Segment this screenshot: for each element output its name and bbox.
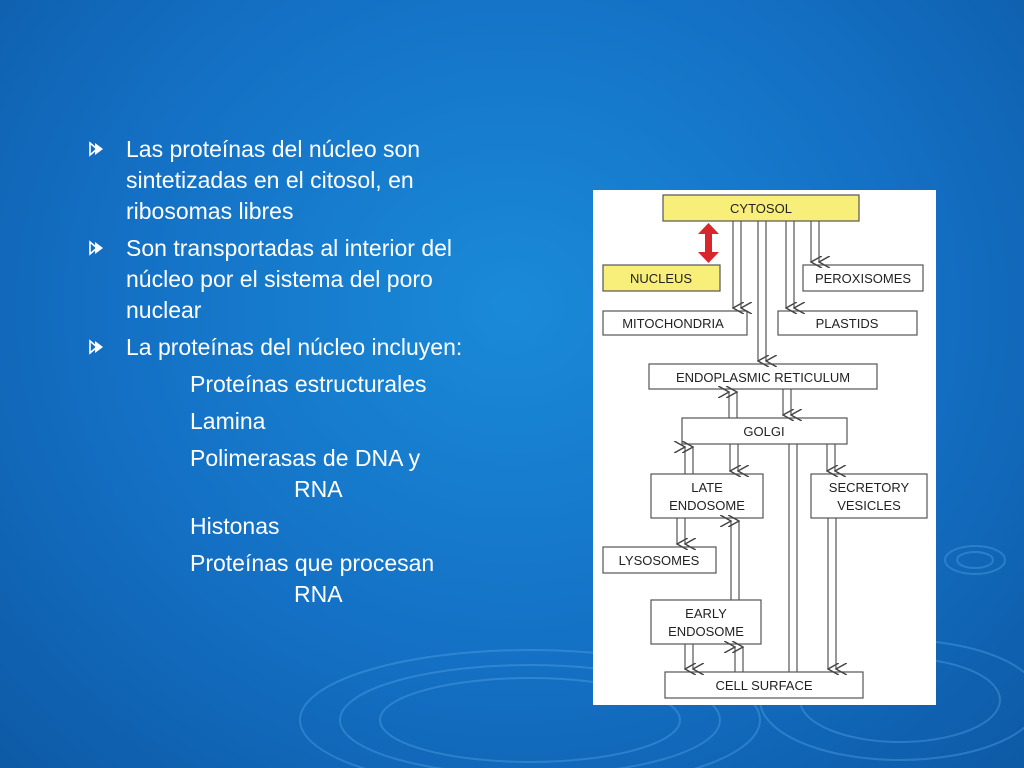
- cytosol-box: [662, 194, 860, 222]
- protein-sorting-diagram-svg: CYTOSOL NUCLEUS PEROXISOMES MITOCHONDRIA…: [602, 194, 928, 699]
- bullet-list: Las proteínas del núcleo son sintetizada…: [88, 134, 508, 610]
- er-box: [648, 363, 878, 390]
- sub-item: Proteínas que procesan RNA: [88, 548, 508, 610]
- arrow-bullet-icon: [89, 339, 103, 355]
- plastids-box: [777, 310, 918, 336]
- nucleus-label: NUCLEUS: [630, 271, 692, 286]
- golgi-box: [681, 417, 848, 445]
- late-endosome-label-2: ENDOSOME: [669, 498, 745, 513]
- early-endosome-label-1: EARLY: [685, 606, 727, 621]
- gated-transport-arrow: [698, 223, 719, 263]
- sub-item: Polimerasas de DNA y RNA: [88, 443, 508, 505]
- sub-item: Proteínas estructurales: [88, 369, 508, 400]
- peroxisomes-label: PEROXISOMES: [815, 271, 911, 286]
- bullet-item: Son transportadas al interior del núcleo…: [88, 233, 508, 326]
- sub-item-continuation: RNA: [294, 476, 343, 502]
- mitochondria-box: [602, 310, 748, 336]
- sub-item-text: Lamina: [190, 408, 266, 434]
- constitutive-secretion-arrow: [788, 444, 798, 672]
- secretory-vesicles-label-2: VESICLES: [837, 498, 901, 513]
- nucleus-box: [602, 264, 721, 292]
- sub-item: Histonas: [88, 511, 508, 542]
- bullet-item: Las proteínas del núcleo son sintetizada…: [88, 134, 508, 227]
- sub-item: Lamina: [88, 406, 508, 437]
- sub-item-text: Polimerasas de DNA y: [190, 445, 421, 471]
- protein-sorting-diagram: CYTOSOL NUCLEUS PEROXISOMES MITOCHONDRIA…: [593, 190, 936, 705]
- arrow-bullet-icon: [89, 240, 103, 256]
- plastids-label: PLASTIDS: [816, 316, 879, 331]
- secretory-vesicles-label-1: SECRETORY: [829, 480, 910, 495]
- mitochondria-label: MITOCHONDRIA: [622, 316, 724, 331]
- transport-arrows: [677, 221, 836, 672]
- cytosol-label: CYTOSOL: [730, 201, 792, 216]
- sub-item-text: Proteínas estructurales: [190, 371, 427, 397]
- er-label: ENDOPLASMIC RETICULUM: [676, 370, 850, 385]
- bullet-text: La proteínas del núcleo incluyen:: [126, 334, 463, 360]
- early-endosome-box: [650, 599, 762, 645]
- cell-surface-box: [664, 671, 864, 699]
- sub-item-text: Histonas: [190, 513, 280, 539]
- peroxisomes-box: [802, 264, 924, 292]
- arrow-bullet-icon: [89, 141, 103, 157]
- golgi-label: GOLGI: [743, 424, 784, 439]
- lysosomes-label: LYSOSOMES: [619, 553, 700, 568]
- sub-item-text: Proteínas que procesan: [190, 550, 435, 576]
- lysosomes-box: [602, 546, 717, 574]
- late-endosome-box: [650, 473, 764, 519]
- late-endosome-label-1: LATE: [691, 480, 723, 495]
- cell-surface-label: CELL SURFACE: [715, 678, 812, 693]
- bullet-text: Son transportadas al interior del núcleo…: [126, 235, 453, 323]
- bullet-text: Las proteínas del núcleo son sintetizada…: [126, 136, 421, 224]
- bullet-item: La proteínas del núcleo incluyen:: [88, 332, 508, 363]
- secretory-vesicles-box: [810, 473, 928, 519]
- early-endosome-label-2: ENDOSOME: [668, 624, 744, 639]
- sub-item-continuation: RNA: [294, 581, 343, 607]
